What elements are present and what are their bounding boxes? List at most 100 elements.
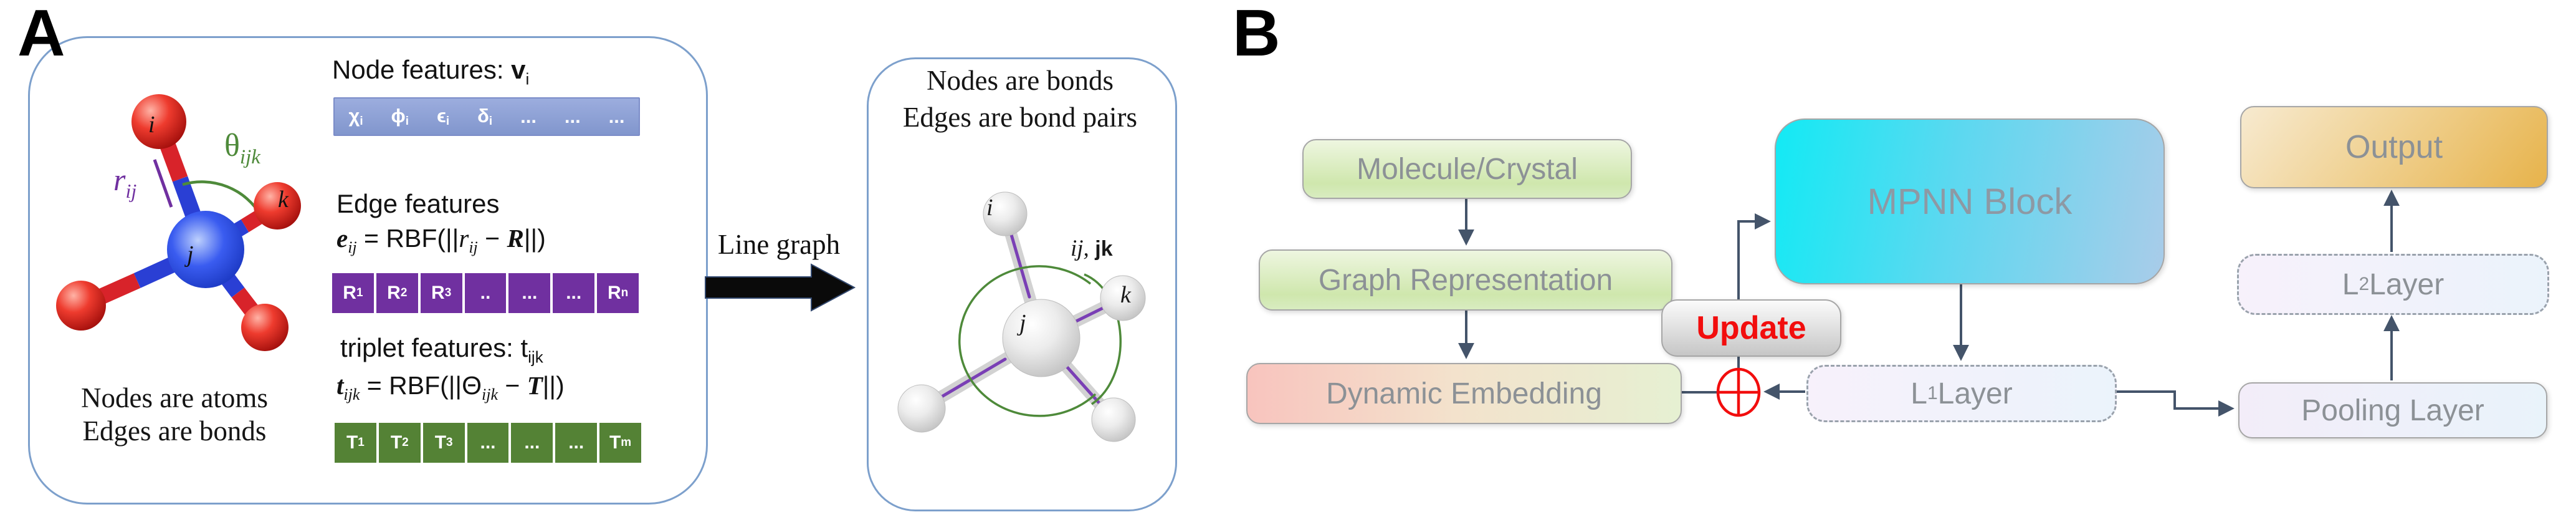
r-sub: ij — [125, 180, 136, 202]
feature-cell: ... — [609, 105, 625, 128]
formula-sub: ijk — [343, 385, 360, 404]
feature-cell: ϕi — [391, 105, 409, 128]
cell-subscript: i — [446, 115, 450, 128]
bond-pair-label: ij, jk — [1071, 236, 1113, 261]
triplet-feature-formula: tijk = RBF(||Θijk − T||) — [336, 370, 565, 404]
cell-symbol: R — [387, 283, 401, 303]
cell-subscript: i — [489, 115, 493, 128]
atom-i-label: i — [148, 112, 155, 138]
l2-subscript: 2 — [2359, 274, 2370, 294]
cell-symbol: χ — [348, 104, 360, 127]
feature-cell: δi — [477, 105, 492, 128]
cell-symbol: ... — [566, 283, 582, 303]
cell-symbol: R — [607, 283, 621, 303]
feature-cell: ϵi — [437, 105, 449, 128]
arrow-l1-to-pooling — [2114, 390, 2235, 417]
mpnn-block-box: MPNN Block — [1775, 118, 2165, 284]
cell-symbol: T — [609, 432, 621, 453]
triplet-features-heading: triplet features: tijk — [340, 333, 543, 367]
node-features-heading: Node features: vi — [332, 55, 529, 89]
update-box: Update — [1661, 299, 1841, 357]
cell-symbol: R — [343, 283, 356, 303]
cell-symbol: R — [431, 283, 445, 303]
r-var: r — [113, 162, 126, 197]
cell-symbol: T — [346, 432, 358, 453]
output-label: Output — [2345, 129, 2443, 165]
node-feature-vector: χ i ϕi ϵi δi ... ... ... — [333, 97, 640, 136]
caption-line-1: Nodes are atoms — [81, 382, 268, 413]
cell-symbol: .. — [480, 283, 491, 303]
cell-symbol: ... — [524, 432, 540, 453]
line-graph-title: Nodes are bonds Edges are bond pairs — [867, 62, 1173, 136]
feature-cell: ... — [467, 423, 509, 463]
atom-sphere — [56, 281, 106, 331]
r-distance-tick — [153, 159, 173, 208]
l2-suffix: Layer — [2369, 268, 2445, 301]
lg-title-line-1: Nodes are bonds — [927, 65, 1114, 96]
feature-cell: ... — [520, 105, 537, 128]
formula-var: T — [527, 371, 543, 400]
l1-prefix: L — [1911, 377, 1927, 410]
lg-atom-k-label: k — [1120, 282, 1132, 308]
edge-features-heading: Edge features — [336, 189, 500, 218]
formula-var: e — [336, 224, 348, 253]
cell-symbol: T — [434, 432, 447, 453]
cell-symbol: T — [390, 432, 403, 453]
atom-i-sphere — [131, 94, 186, 149]
atom-k-sphere — [254, 182, 301, 230]
r-distance-label: rij — [113, 162, 136, 202]
heading-text: Node features: — [332, 55, 512, 84]
atom-sphere — [241, 304, 289, 351]
bond-node-sphere — [1091, 397, 1136, 442]
cell-subscript: 2 — [400, 286, 408, 299]
mpnn-block-label: MPNN Block — [1867, 181, 2073, 222]
formula-sub: ij — [469, 238, 478, 257]
feature-cell: .. — [464, 273, 507, 313]
feature-cell: ... — [511, 423, 553, 463]
caption-line-2: Edges are bonds — [82, 415, 267, 447]
cell-subscript: i — [405, 115, 409, 128]
cell-subscript: n — [621, 286, 629, 299]
lg-title-line-2: Edges are bond pairs — [902, 102, 1138, 133]
atom-j-sphere — [167, 211, 244, 288]
formula-op: ||) — [523, 224, 546, 253]
cell-subscript: 3 — [446, 436, 453, 449]
theta-var: θ — [224, 128, 240, 163]
cell-symbol: ... — [608, 105, 625, 127]
edge-feature-formula: eij = RBF(||rij − R||) — [336, 223, 546, 257]
cell-subscript: 1 — [358, 436, 365, 449]
cell-symbol: ... — [522, 283, 538, 303]
line-graph-arrow — [705, 263, 856, 312]
bond-node-sphere — [897, 384, 946, 433]
feature-cell: ... — [565, 105, 581, 128]
feature-cell: ... — [553, 273, 595, 313]
pooling-layer-box: Pooling Layer — [2238, 382, 2547, 438]
formula-sub: ij — [348, 238, 357, 257]
pair-label-ij: ij, — [1071, 236, 1089, 261]
cell-subscript: m — [621, 436, 632, 449]
cell-subscript: 2 — [402, 436, 409, 449]
formula-sub: ijk — [482, 385, 498, 404]
formula-var: r — [459, 224, 469, 253]
molecule-crystal-box: Molecule/Crystal — [1302, 139, 1632, 199]
formula-var: Θ — [462, 371, 482, 400]
line-graph-arrow-label: Line graph — [717, 229, 841, 260]
cell-symbol: ... — [564, 105, 581, 127]
bond-node-i-sphere — [983, 191, 1028, 236]
cell-subscript: 3 — [444, 286, 452, 299]
heading-var: t — [520, 333, 528, 362]
formula-op: − — [498, 371, 527, 400]
molecule-crystal-label: Molecule/Crystal — [1357, 152, 1578, 186]
l2-prefix: L — [2342, 268, 2359, 301]
theta-sub: ijk — [240, 146, 261, 168]
pooling-layer-label: Pooling Layer — [2301, 394, 2484, 427]
atom-k-label: k — [278, 186, 289, 213]
